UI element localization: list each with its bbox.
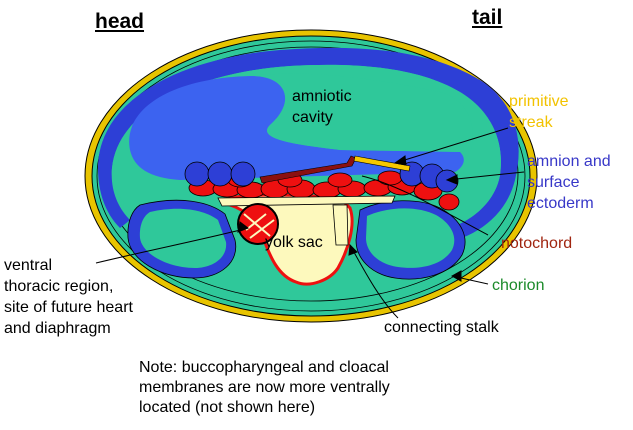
label-amniotic-cavity: amniotic cavity bbox=[292, 86, 352, 128]
label-ventral-line4: and diaphragm bbox=[4, 320, 111, 337]
note-line2: membranes are now more ventrally bbox=[139, 379, 390, 396]
label-ventral-thoracic: ventral thoracic region, site of future … bbox=[4, 255, 133, 339]
ectoderm-cell bbox=[207, 161, 233, 187]
label-amnion-line3: ectoderm bbox=[527, 195, 594, 212]
label-primitive-streak: primitive streak bbox=[509, 91, 569, 133]
connecting-stalk-channel bbox=[332, 204, 349, 246]
label-amniotic-cavity-line1: amniotic bbox=[292, 88, 352, 105]
label-ventral-line3: site of future heart bbox=[4, 299, 133, 316]
label-amnion-surface-ectoderm: amnion and surface ectoderm bbox=[527, 151, 611, 214]
ectoderm-cell bbox=[435, 169, 459, 193]
label-primitive-streak-line2: streak bbox=[509, 114, 553, 131]
note-text: Note: buccopharyngeal and cloacal membra… bbox=[139, 358, 390, 418]
ectoderm-cell bbox=[230, 161, 256, 187]
heading-head: head bbox=[95, 10, 145, 33]
label-amniotic-cavity-line2: cavity bbox=[292, 109, 333, 126]
label-ventral-line1: ventral bbox=[4, 257, 53, 274]
head-fold-inner bbox=[139, 208, 227, 268]
mesoderm-cell bbox=[438, 193, 460, 211]
label-connecting-stalk: connecting stalk bbox=[384, 319, 499, 336]
label-amnion-line1: amnion and bbox=[527, 153, 611, 170]
label-yolk-sac: yolk sac bbox=[265, 234, 323, 251]
heart-region-hatch bbox=[243, 213, 275, 239]
notochord-rod bbox=[259, 155, 357, 184]
label-ventral-line2: thoracic region, bbox=[4, 278, 114, 295]
label-notochord: notochord bbox=[501, 235, 573, 252]
note-line1: Note: buccopharyngeal and cloacal bbox=[139, 359, 389, 376]
note-line3: located (not shown here) bbox=[139, 399, 316, 416]
amniotic-cavity-lobe bbox=[250, 73, 473, 152]
pointer-lines bbox=[95, 127, 525, 319]
amniotic-cavity bbox=[129, 75, 464, 180]
primitive-streak-bar bbox=[353, 155, 411, 172]
heading-tail: tail bbox=[472, 6, 503, 29]
label-chorion: chorion bbox=[492, 277, 545, 294]
mesoderm-cell bbox=[327, 172, 353, 188]
ectoderm-cell bbox=[184, 161, 210, 187]
chorion-contour-ring bbox=[96, 40, 526, 312]
label-primitive-streak-line1: primitive bbox=[509, 93, 569, 110]
amnion-band bbox=[98, 47, 519, 246]
tail-fold-inner bbox=[366, 208, 455, 268]
label-amnion-line2: surface bbox=[527, 174, 580, 191]
mesoderm-cell bbox=[377, 170, 403, 186]
